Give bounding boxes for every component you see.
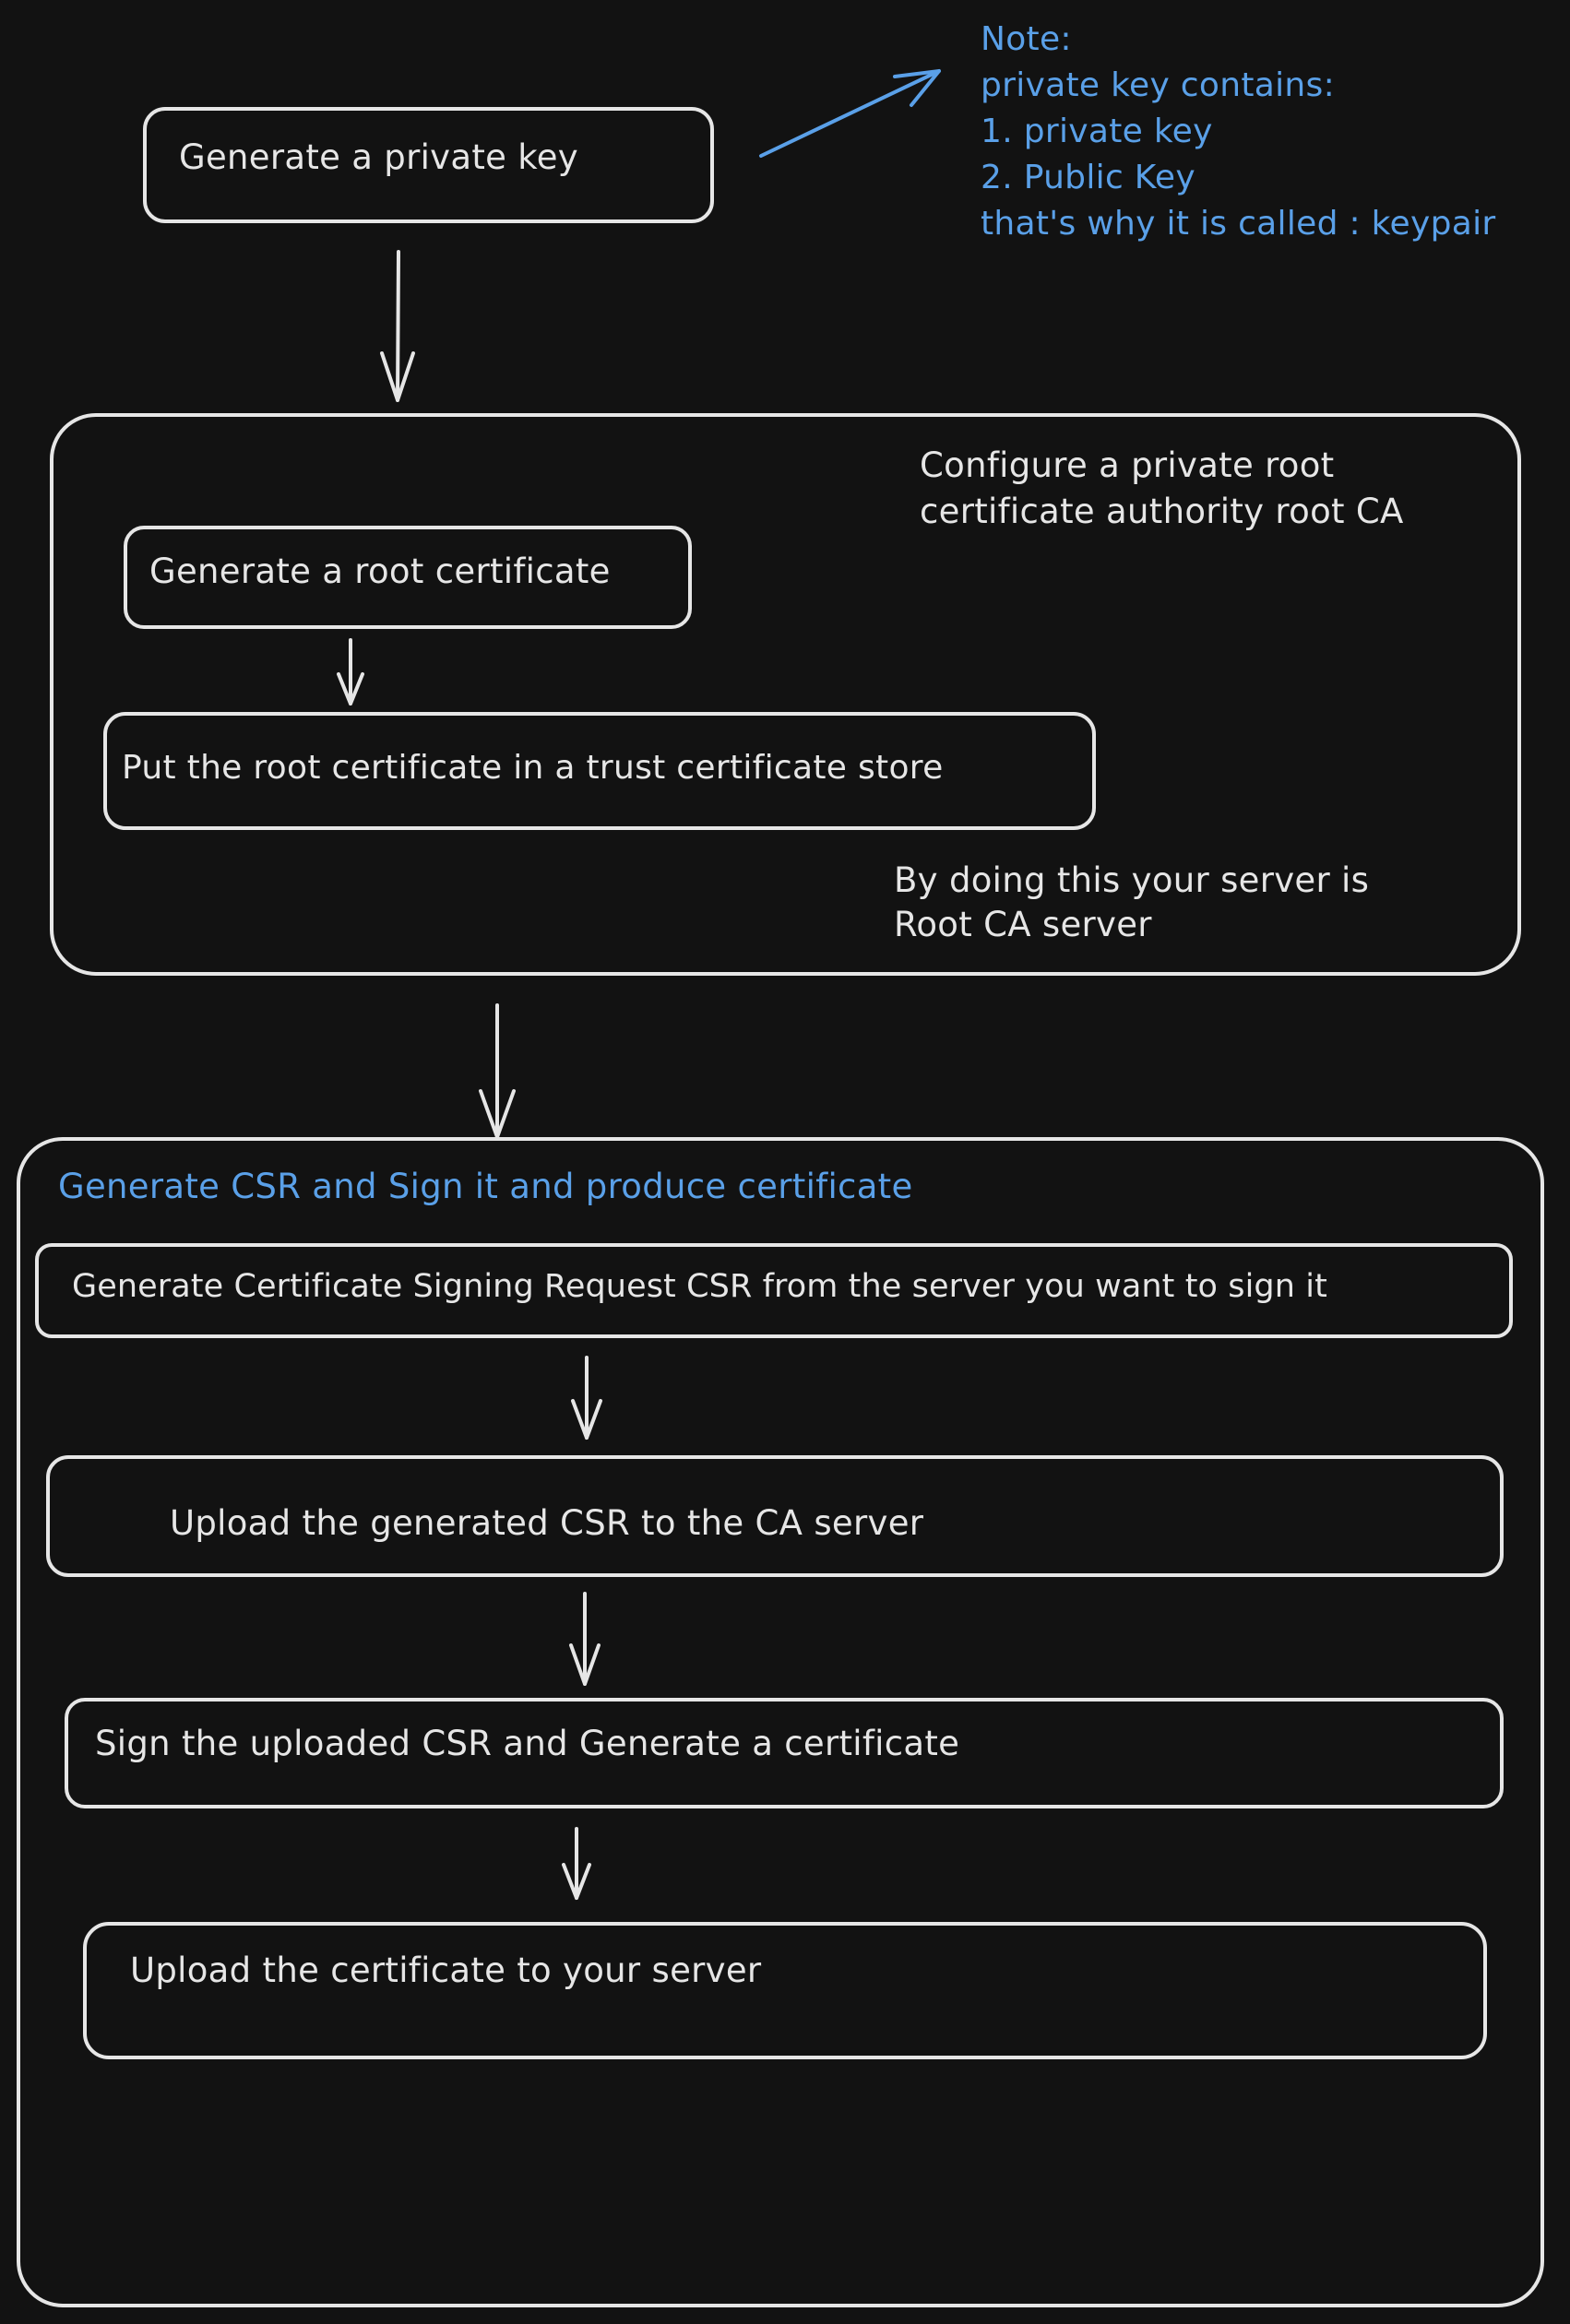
upload-cert-label: Upload the certificate to your server	[130, 1951, 762, 1990]
arrow-root-ca-to-csr	[479, 1003, 516, 1139]
root-ca-footer-line-2: Root CA server	[894, 905, 1152, 944]
trust-store-label: Put the root certificate in a trust cert…	[122, 749, 944, 787]
root-ca-caption-line-1: Configure a private root	[920, 445, 1335, 485]
generate-csr-label: Generate Certificate Signing Request CSR…	[72, 1268, 1327, 1305]
arrow-private-key-to-root-ca	[380, 250, 415, 402]
root-cert-label: Generate a root certificate	[149, 551, 611, 591]
note-line-3: 1. private key	[981, 113, 1213, 150]
root-ca-caption-line-2: certificate authority root CA	[920, 492, 1404, 531]
csr-group	[17, 1137, 1544, 2307]
arrow-upload-to-sign-csr	[569, 1592, 601, 1686]
note-line-2: private key contains:	[981, 66, 1336, 104]
note-text: Note: private key contains: 1. private k…	[981, 17, 1495, 247]
root-ca-footer-line-1: By doing this your server is	[894, 860, 1370, 900]
private-key-label: Generate a private key	[179, 137, 578, 177]
upload-csr-box[interactable]	[46, 1455, 1504, 1577]
note-line-5: that's why it is called : keypair	[981, 205, 1496, 243]
note-line-1: Note:	[981, 20, 1072, 58]
arrow-generate-to-upload-csr	[571, 1356, 602, 1440]
root-cert-box[interactable]	[124, 526, 692, 629]
arrow-sign-to-upload-cert	[562, 1827, 591, 1900]
generate-csr-box[interactable]	[35, 1243, 1513, 1338]
root-ca-group	[50, 413, 1521, 976]
csr-group-title: Generate CSR and Sign it and produce cer…	[58, 1167, 913, 1206]
sign-csr-box[interactable]	[65, 1698, 1504, 1808]
trust-store-box[interactable]	[103, 712, 1096, 830]
note-line-4: 2. Public Key	[981, 159, 1195, 196]
private-key-box[interactable]	[143, 107, 714, 223]
upload-csr-label: Upload the generated CSR to the CA serve…	[170, 1503, 924, 1543]
arrow-root-cert-to-trust-store	[337, 638, 364, 706]
sign-csr-label: Sign the uploaded CSR and Generate a cer…	[95, 1724, 960, 1763]
upload-cert-box[interactable]	[83, 1922, 1487, 2059]
note-arrow	[759, 69, 941, 158]
